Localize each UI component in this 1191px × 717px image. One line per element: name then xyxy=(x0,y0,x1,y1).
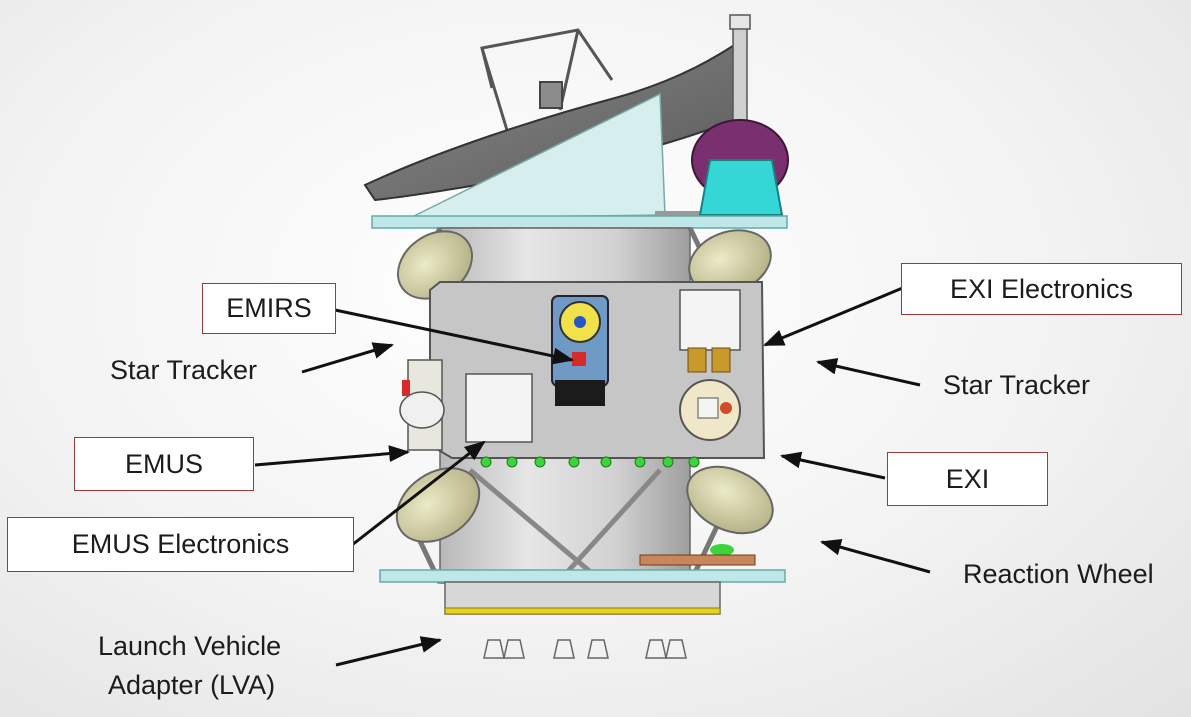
label-emus: EMUS xyxy=(74,437,254,491)
callout-arrows xyxy=(254,285,931,667)
arrow-star-tracker-right xyxy=(815,357,921,387)
label-reaction-wheel: Reaction Wheel xyxy=(963,559,1154,589)
label-exi-electronics: EXI Electronics xyxy=(901,263,1182,315)
arrow-reaction-wheel xyxy=(819,538,931,574)
lower-deck xyxy=(379,569,786,583)
lva-ring xyxy=(444,607,721,615)
arrow-exi xyxy=(779,451,886,480)
label-emirs: EMIRS xyxy=(202,283,336,334)
arrow-lva xyxy=(335,636,443,667)
upper-deck xyxy=(371,215,788,229)
arrow-emus-electronics xyxy=(351,440,486,547)
high-gain-antenna xyxy=(363,28,747,219)
label-lva-line2: Adapter (LVA) xyxy=(108,670,276,700)
thruster-row xyxy=(480,456,700,468)
arrow-exi-electronics xyxy=(763,285,906,347)
reaction-wheel-bay xyxy=(639,544,756,566)
label-lva-line1: Launch Vehicle xyxy=(98,631,282,661)
arrow-emus xyxy=(254,445,411,467)
arrow-star-tracker-left xyxy=(301,342,395,374)
label-star-tracker-left: Star Tracker xyxy=(110,355,258,385)
label-emus-electronics: EMUS Electronics xyxy=(7,517,354,572)
emus-instrument xyxy=(399,359,445,451)
mast-assembly xyxy=(655,14,789,219)
arrow-emirs xyxy=(334,308,575,365)
label-exi: EXI xyxy=(887,452,1048,506)
thruster-nozzles xyxy=(483,639,687,659)
label-star-tracker-right: Star Tracker xyxy=(943,370,1091,400)
instrument-panel xyxy=(429,281,766,459)
